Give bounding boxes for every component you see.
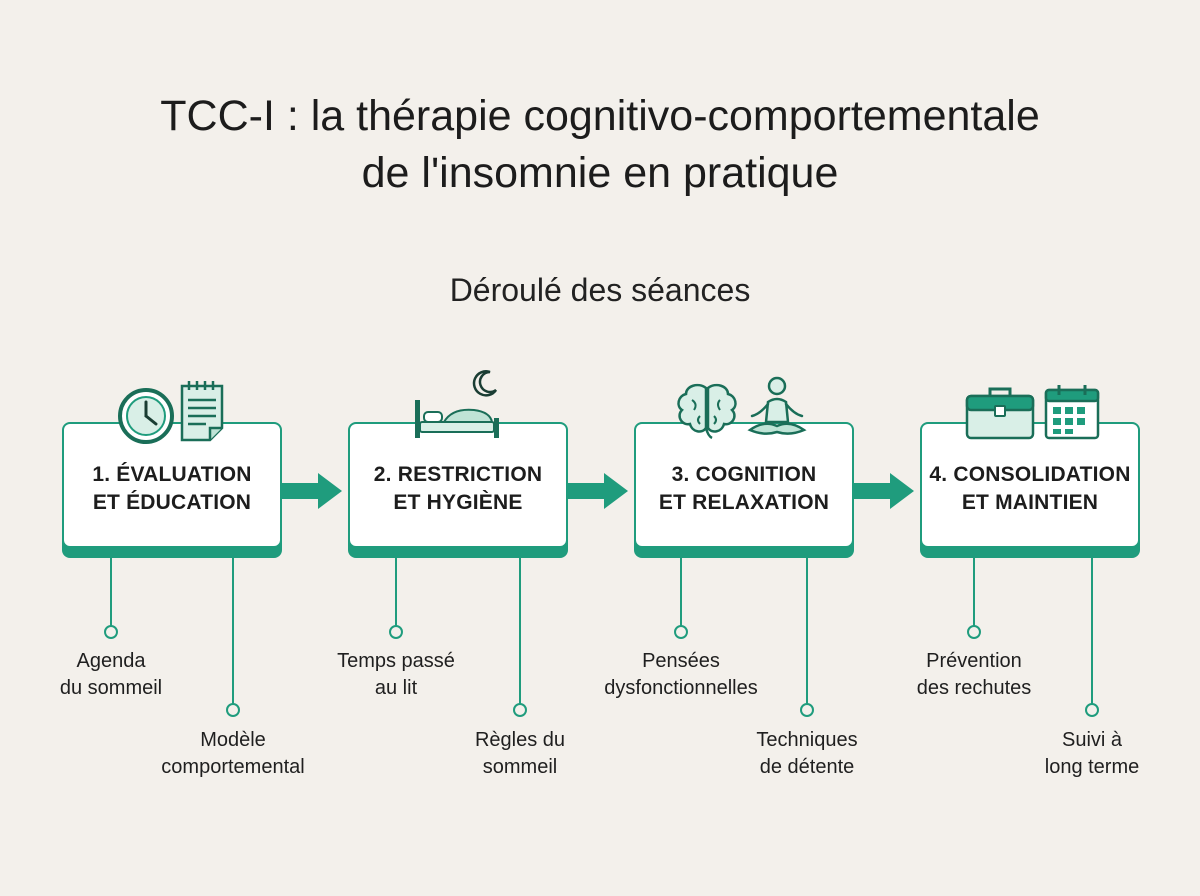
connector-dot-step4-a xyxy=(967,625,981,639)
note-text: Règles du xyxy=(474,729,566,751)
step-box-4: 4. CONSOLIDATION ET MAINTIEN xyxy=(920,422,1140,548)
brain-icon xyxy=(677,383,737,440)
note-step2-a: Temps passé au lit xyxy=(337,648,455,702)
note-text: Temps passé xyxy=(337,650,455,672)
arrow-right-icon xyxy=(568,473,628,509)
connector-dot-step4-b xyxy=(1085,703,1099,717)
note-text: de détente xyxy=(759,756,855,778)
step-label-3: 3. COGNITION ET RELAXATION xyxy=(659,461,829,517)
step-1-title-line1: 1. ÉVALUATION xyxy=(92,463,252,486)
bed-icon xyxy=(415,400,499,438)
step-label-2: 2. RESTRICTION ET HYGIÈNE xyxy=(374,461,542,517)
note-step3-a: Pensées dysfonctionnelles xyxy=(604,648,757,702)
step-1-title-line2: ET ÉDUCATION xyxy=(92,491,252,514)
section-subtitle: Déroulé des séances xyxy=(449,272,751,308)
moon-icon xyxy=(472,370,498,397)
note-step2-b: Règles du sommeil xyxy=(475,727,565,781)
title-line-2: de l'insomnie en pratique xyxy=(361,149,839,197)
arrow-right-icon xyxy=(282,473,342,509)
note-text: Prévention xyxy=(926,650,1022,672)
step-2-title-line2: ET HYGIÈNE xyxy=(393,491,523,514)
title-line-1: TCC-I : la thérapie cognitivo-comporteme… xyxy=(160,92,1040,140)
connector-dot-step2-b xyxy=(513,703,527,717)
note-text: Agenda xyxy=(76,650,146,672)
note-text: sommeil xyxy=(482,756,558,778)
arrow-right-icon xyxy=(854,473,914,509)
toolbox-icon xyxy=(965,387,1035,440)
note-text: Techniques xyxy=(756,729,858,751)
note-text: dysfonctionnelles xyxy=(604,677,758,699)
note-step3-b: Techniques de détente xyxy=(756,727,857,781)
page-title: TCC-I : la thérapie cognitivo-comporteme… xyxy=(0,88,1200,202)
note-step1-a: Agenda du sommeil xyxy=(60,648,162,702)
step-2-title-line1: 2. RESTRICTION xyxy=(373,463,543,486)
note-text: Modèle xyxy=(200,729,266,751)
meditation-icon xyxy=(747,376,807,435)
connector-dot-step3-b xyxy=(800,703,814,717)
step-box-2: 2. RESTRICTION ET HYGIÈNE xyxy=(348,422,568,548)
clock-icon xyxy=(118,388,174,444)
note-text: au lit xyxy=(374,677,418,699)
note-text: Pensées xyxy=(642,650,720,672)
step-4-title-line1: 4. CONSOLIDATION xyxy=(929,463,1131,486)
note-step1-b: Modèle comportemental xyxy=(161,727,304,781)
connector-dot-step1-a xyxy=(104,625,118,639)
step-box-1: 1. ÉVALUATION ET ÉDUCATION xyxy=(62,422,282,548)
step-label-1: 1. ÉVALUATION ET ÉDUCATION xyxy=(92,461,251,517)
step-label-4: 4. CONSOLIDATION ET MAINTIEN xyxy=(929,461,1130,517)
connector-dot-step2-a xyxy=(389,625,403,639)
notepad-icon xyxy=(180,381,224,442)
step-3-title-line2: ET RELAXATION xyxy=(658,491,830,514)
note-text: des rechutes xyxy=(916,677,1032,699)
step-4-title-line2: ET MAINTIEN xyxy=(961,491,1099,514)
calendar-icon xyxy=(1044,385,1100,440)
connector-dot-step1-b xyxy=(226,703,240,717)
note-step4-a: Prévention des rechutes xyxy=(917,648,1032,702)
connector-dot-step3-a xyxy=(674,625,688,639)
note-text: du sommeil xyxy=(59,677,163,699)
step-box-3: 3. COGNITION ET RELAXATION xyxy=(634,422,854,548)
note-text: Suivi à xyxy=(1061,729,1123,751)
note-step4-b: Suivi à long terme xyxy=(1045,727,1140,781)
step-3-title-line1: 3. COGNITION xyxy=(671,463,817,486)
note-text: long terme xyxy=(1044,756,1140,778)
note-text: comportemental xyxy=(161,756,305,778)
